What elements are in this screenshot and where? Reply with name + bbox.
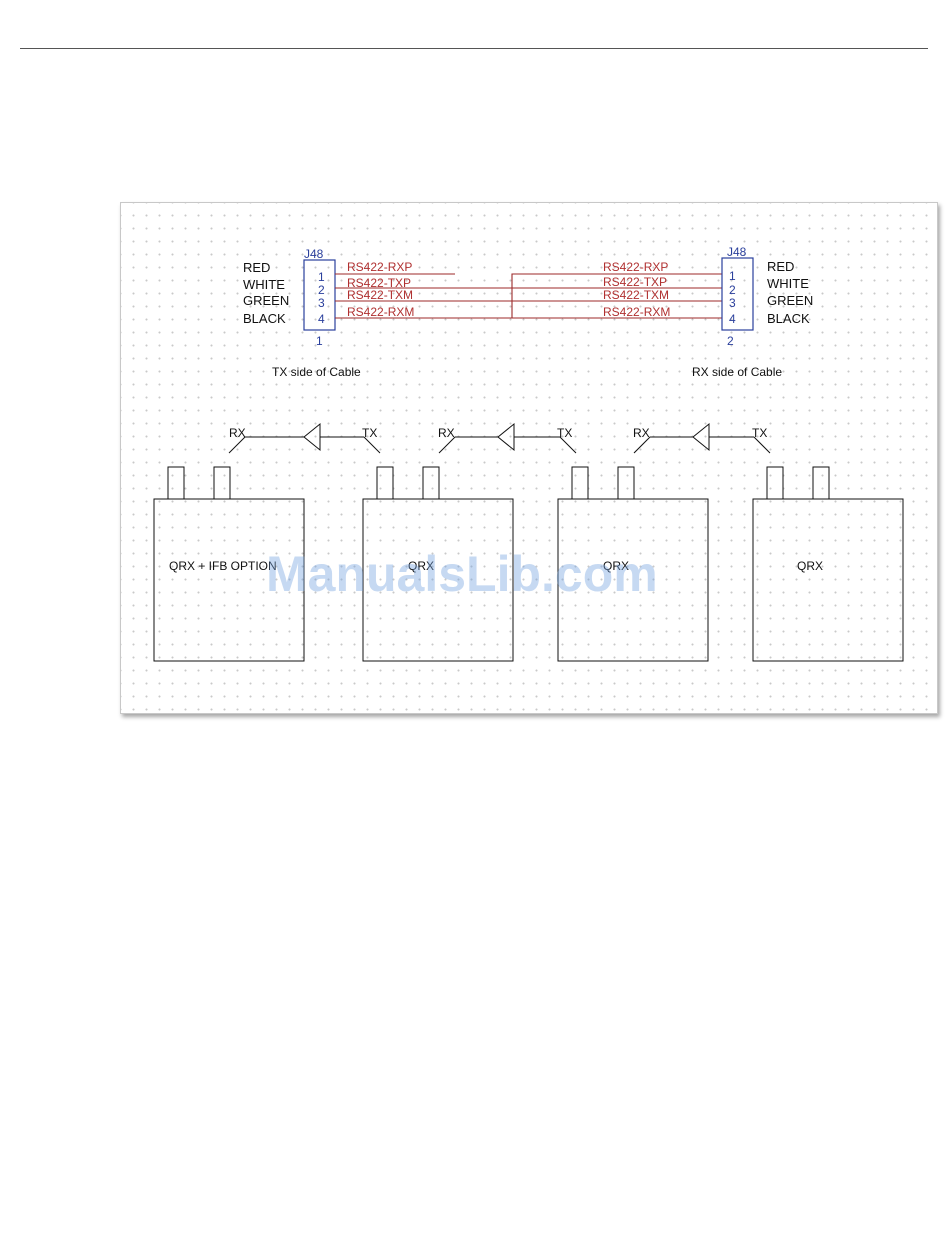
unit-3-antenna-left bbox=[572, 467, 588, 499]
link-1-direction-triangle bbox=[304, 424, 320, 450]
unit-1-antenna-right bbox=[214, 467, 230, 499]
left-net-label-1: RS422-RXP bbox=[347, 260, 412, 274]
watermark: ManualsLib.com bbox=[266, 545, 658, 603]
right-net-label-3: RS422-TXM bbox=[603, 288, 669, 302]
left-wire-color-2: WHITE bbox=[243, 277, 285, 292]
right-connector-body bbox=[722, 258, 753, 330]
left-connector-number: 1 bbox=[316, 334, 323, 348]
left-wire-color-4: BLACK bbox=[243, 311, 286, 326]
left-connector: J48 1 2 3 4 1 RED WHITE GREEN BLACK RS42… bbox=[243, 247, 414, 379]
right-net-label-2: RS422-TXP bbox=[603, 275, 667, 289]
unit-4-antenna-right bbox=[813, 467, 829, 499]
left-pin-1: 1 bbox=[318, 270, 325, 284]
left-wire-color-1: RED bbox=[243, 260, 270, 275]
unit-4: QRX bbox=[753, 467, 903, 661]
left-connector-caption: TX side of Cable bbox=[272, 365, 361, 379]
right-connector-ref: J48 bbox=[727, 245, 747, 259]
unit-1-antenna-left bbox=[168, 467, 184, 499]
left-connector-ref: J48 bbox=[304, 247, 324, 261]
right-connector-number: 2 bbox=[727, 334, 734, 348]
right-wire-color-1: RED bbox=[767, 259, 794, 274]
unit-4-label: QRX bbox=[797, 559, 823, 573]
unit-3-antenna-right bbox=[618, 467, 634, 499]
left-net-label-3: RS422-TXM bbox=[347, 288, 413, 302]
left-pin-4: 4 bbox=[318, 312, 325, 326]
right-pin-1: 1 bbox=[729, 269, 736, 283]
link-1-rx-label: RX bbox=[229, 426, 246, 440]
right-net-label-4: RS422-RXM bbox=[603, 305, 670, 319]
link-2-direction-triangle bbox=[498, 424, 514, 450]
unit-1-label: QRX + IFB OPTION bbox=[169, 559, 277, 573]
unit-4-body bbox=[753, 499, 903, 661]
right-wire-color-4: BLACK bbox=[767, 311, 810, 326]
unit-2-antenna-right bbox=[423, 467, 439, 499]
unit-4-antenna-left bbox=[767, 467, 783, 499]
link-1: RX TX bbox=[229, 424, 380, 453]
right-pin-3: 3 bbox=[729, 296, 736, 310]
link-2-rx-label: RX bbox=[438, 426, 455, 440]
link-2: RX TX bbox=[438, 424, 576, 453]
right-pin-4: 4 bbox=[729, 312, 736, 326]
link-3: RX TX bbox=[633, 424, 770, 453]
left-pin-3: 3 bbox=[318, 296, 325, 310]
link-2-tx-label: TX bbox=[557, 426, 572, 440]
link-3-direction-triangle bbox=[693, 424, 709, 450]
unit-2-antenna-left bbox=[377, 467, 393, 499]
left-wire-color-3: GREEN bbox=[243, 293, 289, 308]
link-3-rx-label: RX bbox=[633, 426, 650, 440]
right-wire-color-2: WHITE bbox=[767, 276, 809, 291]
right-connector-caption: RX side of Cable bbox=[692, 365, 782, 379]
right-net-label-1: RS422-RXP bbox=[603, 260, 668, 274]
right-pin-2: 2 bbox=[729, 283, 736, 297]
right-wire-color-3: GREEN bbox=[767, 293, 813, 308]
right-connector: J48 1 2 3 4 2 RED WHITE GREEN BLACK RS42… bbox=[603, 245, 813, 379]
left-pin-2: 2 bbox=[318, 283, 325, 297]
left-net-label-4: RS422-RXM bbox=[347, 305, 414, 319]
